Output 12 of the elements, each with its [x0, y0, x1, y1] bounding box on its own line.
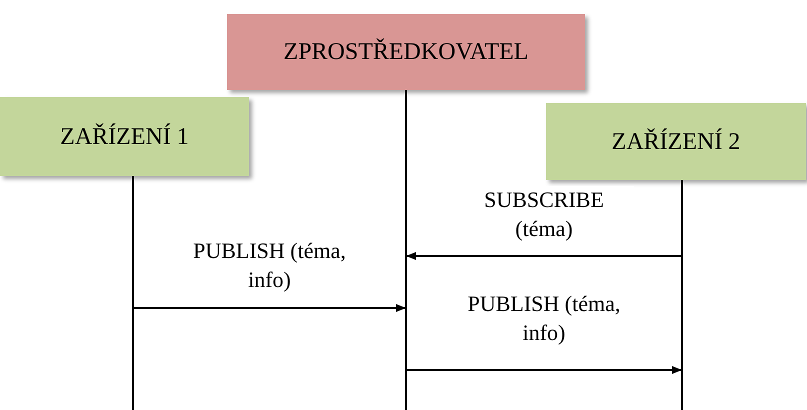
- lifeline: [405, 90, 407, 410]
- lifeline: [681, 180, 683, 410]
- participant-label: ZPROSTŘEDKOVATEL: [284, 37, 528, 67]
- participant-box: [227, 14, 585, 90]
- participant-label: ZAŘÍZENÍ 2: [612, 127, 740, 156]
- message-arrow: [407, 366, 682, 374]
- participant-box: [546, 103, 806, 180]
- participant-box: [0, 97, 249, 176]
- message-arrow: [134, 304, 406, 312]
- lifeline: [132, 176, 134, 410]
- participant-label: ZAŘÍZENÍ 1: [60, 122, 189, 152]
- message-arrow: [406, 252, 681, 260]
